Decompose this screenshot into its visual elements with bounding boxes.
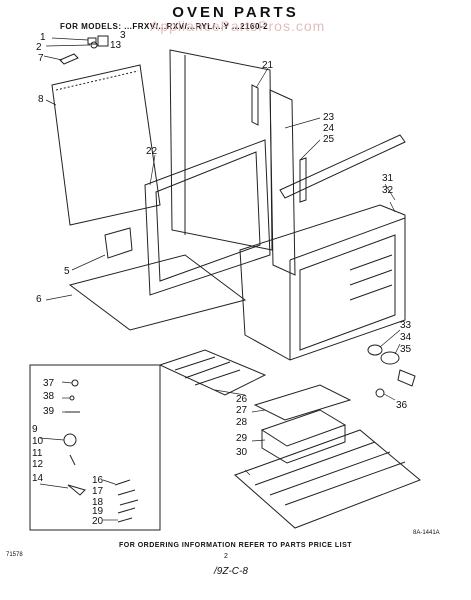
support-post (299, 157, 307, 203)
outer-side-panel (269, 89, 296, 276)
diagram-title: OVEN PARTS (172, 4, 299, 21)
label-5: 5 (64, 266, 70, 277)
label-29: 29 (236, 433, 248, 444)
page-number: 2 (224, 553, 228, 560)
label-3: 3 (120, 30, 126, 41)
label-39: 39 (43, 406, 55, 417)
oven-rack (234, 429, 421, 529)
label-23: 23 (323, 112, 335, 123)
label-33: 33 (400, 320, 412, 331)
label-32: 32 (382, 185, 394, 196)
label-10: 10 (32, 436, 44, 447)
label-31: 31 (382, 173, 394, 184)
watermark: AppliancePartsPros.com (150, 18, 326, 34)
label-6: 6 (36, 294, 42, 305)
label-38: 38 (43, 391, 55, 402)
label-13: 13 (110, 40, 122, 51)
label-22: 22 (146, 146, 158, 157)
label-25: 25 (323, 134, 335, 145)
label-36: 36 (396, 400, 408, 411)
mounting-bracket (104, 227, 133, 259)
top-bracket-parts (59, 35, 109, 65)
bottom-panel (68, 254, 247, 331)
part-numbers: 1 2 7 3 13 8 5 6 21 22 23 24 25 31 32 33… (32, 30, 412, 527)
broil-element (158, 349, 267, 396)
light-assembly (367, 344, 416, 398)
label-37: 37 (43, 378, 55, 389)
label-27: 27 (236, 405, 248, 416)
label-35: 35 (400, 344, 412, 355)
door-frame (144, 139, 271, 296)
label-8: 8 (38, 94, 44, 105)
label-24: 24 (323, 123, 335, 134)
label-16: 16 (92, 475, 104, 486)
label-12: 12 (32, 459, 44, 470)
label-1: 1 (40, 32, 46, 43)
rear-insulation-panel (51, 64, 161, 226)
broiler-pan (253, 384, 352, 464)
leader-lines (39, 37, 401, 521)
ordering-note: FOR ORDERING INFORMATION REFER TO PARTS … (118, 542, 353, 549)
hardware-inset-box (29, 364, 161, 531)
label-14: 14 (32, 473, 44, 484)
label-28: 28 (236, 417, 248, 428)
handwritten-note: /9Z-C-8 (214, 566, 248, 577)
model-subtitle: FOR MODELS: ...FRXV/...RXV/...RYL/...Y .… (60, 22, 269, 31)
drawing-code: 8A-1441A (413, 530, 440, 536)
side-wall (169, 49, 273, 251)
label-2: 2 (36, 42, 42, 53)
label-21: 21 (262, 60, 274, 71)
top-brace (279, 134, 406, 199)
oven-liner (239, 204, 406, 361)
label-18: 18 (92, 497, 104, 508)
hinge-bar (251, 84, 259, 126)
label-30: 30 (236, 447, 248, 458)
label-26: 26 (236, 394, 248, 405)
label-17: 17 (92, 486, 104, 497)
label-9: 9 (32, 424, 38, 435)
label-34: 34 (400, 332, 412, 343)
label-11: 11 (32, 448, 43, 459)
left-code: 71578 (6, 552, 23, 558)
label-19: 19 (92, 506, 104, 517)
label-20: 20 (92, 516, 104, 527)
label-7: 7 (38, 53, 44, 64)
